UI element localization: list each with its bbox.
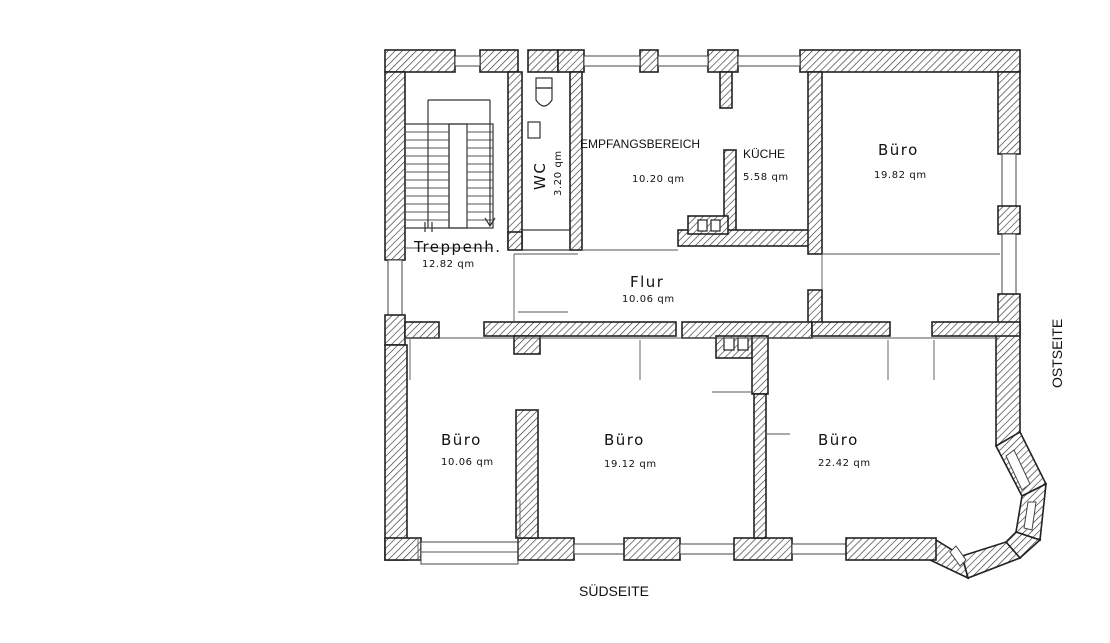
south-side-label: SÜDSEITE <box>579 582 649 599</box>
treppenhaus-area: 12.82 qm <box>422 259 475 270</box>
side-labels: SÜDSEITE OSTSEITE <box>579 319 1065 599</box>
buero-se-name: Büro <box>818 431 859 449</box>
wc-area: 3.20 qm <box>553 150 564 196</box>
empfang-name: EMPFANGSBEREICH <box>580 137 700 151</box>
buero-ne-name: Büro <box>878 141 919 159</box>
wc-name: WC <box>531 162 549 190</box>
buero-s-name: Büro <box>604 431 645 449</box>
buero-se-area: 22.42 qm <box>818 458 871 469</box>
buero-s-area: 19.12 qm <box>604 459 657 470</box>
interior-walls <box>404 71 1021 539</box>
flur-area: 10.06 qm <box>622 294 675 305</box>
buero-sw-name: Büro <box>441 431 482 449</box>
room-labels: Treppenh. 12.82 qm WC 3.20 qm EMPFANGSBE… <box>413 137 927 470</box>
empfang-area: 10.20 qm <box>632 174 685 185</box>
east-side-label: OSTSEITE <box>1049 319 1065 388</box>
flur-name: Flur <box>630 273 664 291</box>
door-lines <box>405 249 1000 564</box>
kueche-area: 5.58 qm <box>743 172 789 183</box>
buero-sw-area: 10.06 qm <box>441 457 494 468</box>
stair-symbol <box>404 99 496 249</box>
treppenhaus-name: Treppenh. <box>413 238 502 256</box>
buero-ne-area: 19.82 qm <box>874 170 927 181</box>
toilet-symbol <box>527 77 553 139</box>
kueche-name: KÜCHE <box>743 147 785 161</box>
outer-walls <box>384 49 1048 580</box>
